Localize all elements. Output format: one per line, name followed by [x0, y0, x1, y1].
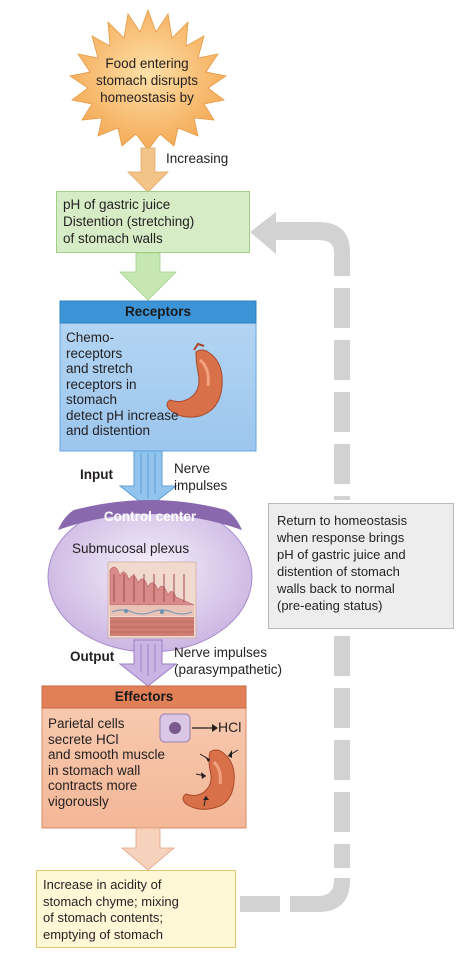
effectors-line: secrete HCl	[48, 731, 119, 747]
receptors-line: Chemo-	[66, 330, 115, 345]
increasing-label: Increasing	[166, 151, 229, 166]
effectors-header: Effectors	[114, 689, 174, 704]
stimulus-line: Food entering	[105, 55, 189, 71]
return-line: when response brings	[277, 530, 405, 545]
effectors-down-arrow	[120, 827, 176, 871]
stimulus-line: homeostasis by	[100, 89, 194, 105]
receptors-header: Receptors	[124, 304, 192, 319]
output-signal-text: Nerve impulses (parasympathetic)	[174, 644, 282, 678]
green-down-arrow	[119, 252, 177, 301]
control-center-header: Control center	[103, 509, 197, 524]
return-line: pH of gastric juice and	[277, 547, 406, 562]
input-signal-text: Nerve impulses	[174, 460, 227, 494]
input-signal-line: Nerve	[174, 461, 211, 476]
receptors-line: stomach	[66, 392, 118, 407]
output-arrow	[118, 639, 178, 687]
receptors-text: Chemo- receptors and stretch receptors i…	[66, 330, 179, 439]
return-line: Return to homeostasis	[277, 513, 408, 528]
stomach-image-receptors	[166, 342, 223, 418]
output-label: Output	[70, 649, 115, 664]
output-signal-line: (parasympathetic)	[174, 662, 283, 677]
input-label: Input	[80, 467, 113, 482]
response-box: Increase in acidity of stomach chyme; mi…	[36, 870, 236, 948]
stimulus-box-line: of stomach walls	[63, 231, 163, 246]
response-line: Increase in acidity of	[43, 877, 162, 892]
return-to-homeostasis-box: Return to homeostasis when response brin…	[268, 503, 454, 629]
response-line: of stomach contents;	[43, 910, 163, 925]
hcl-label: HCl	[218, 719, 242, 735]
receptors-line: and distention	[66, 423, 151, 438]
submucosal-tissue-image	[107, 561, 197, 639]
input-arrow	[118, 450, 178, 509]
response-line: stomach chyme; mixing	[43, 893, 179, 909]
stimulus-down-arrow	[127, 147, 169, 193]
response-line: emptying of stomach	[43, 926, 163, 942]
stomach-image-effectors	[182, 749, 239, 810]
receptors-line: receptors	[66, 345, 123, 361]
effectors-line: and smooth muscle	[48, 747, 166, 762]
parietal-cell-image	[159, 713, 218, 743]
return-line: distention of stomach	[277, 564, 400, 579]
stimulus-box: pH of gastric juice Distention (stretchi…	[56, 191, 250, 253]
effectors-line: vigorously	[48, 793, 109, 809]
feedback-loop-arrow	[240, 212, 350, 912]
receptors-line: and stretch	[66, 361, 133, 376]
effectors-line: in stomach wall	[48, 762, 141, 778]
effectors-line: Parietal cells	[48, 716, 125, 731]
effectors-line: contracts more	[48, 778, 138, 793]
effectors-text: Parietal cells secrete HCl and smooth mu…	[48, 716, 165, 809]
receptors-line: detect pH increase	[66, 407, 179, 423]
input-signal-line: impulses	[174, 478, 228, 493]
stimulus-box-line: pH of gastric juice	[63, 197, 171, 212]
stimulus-starburst-text: Food entering stomach disrupts homeostas…	[72, 40, 222, 120]
return-line: walls back to normal	[277, 581, 395, 596]
output-signal-line: Nerve impulses	[174, 645, 268, 660]
control-center-label: Submucosal plexus	[72, 541, 190, 556]
receptors-line: receptors in	[66, 376, 137, 392]
stimulus-box-line: Distention (stretching)	[63, 214, 195, 229]
stimulus-line: stomach disrupts	[95, 72, 199, 88]
return-line: (pre-eating status)	[277, 598, 383, 613]
